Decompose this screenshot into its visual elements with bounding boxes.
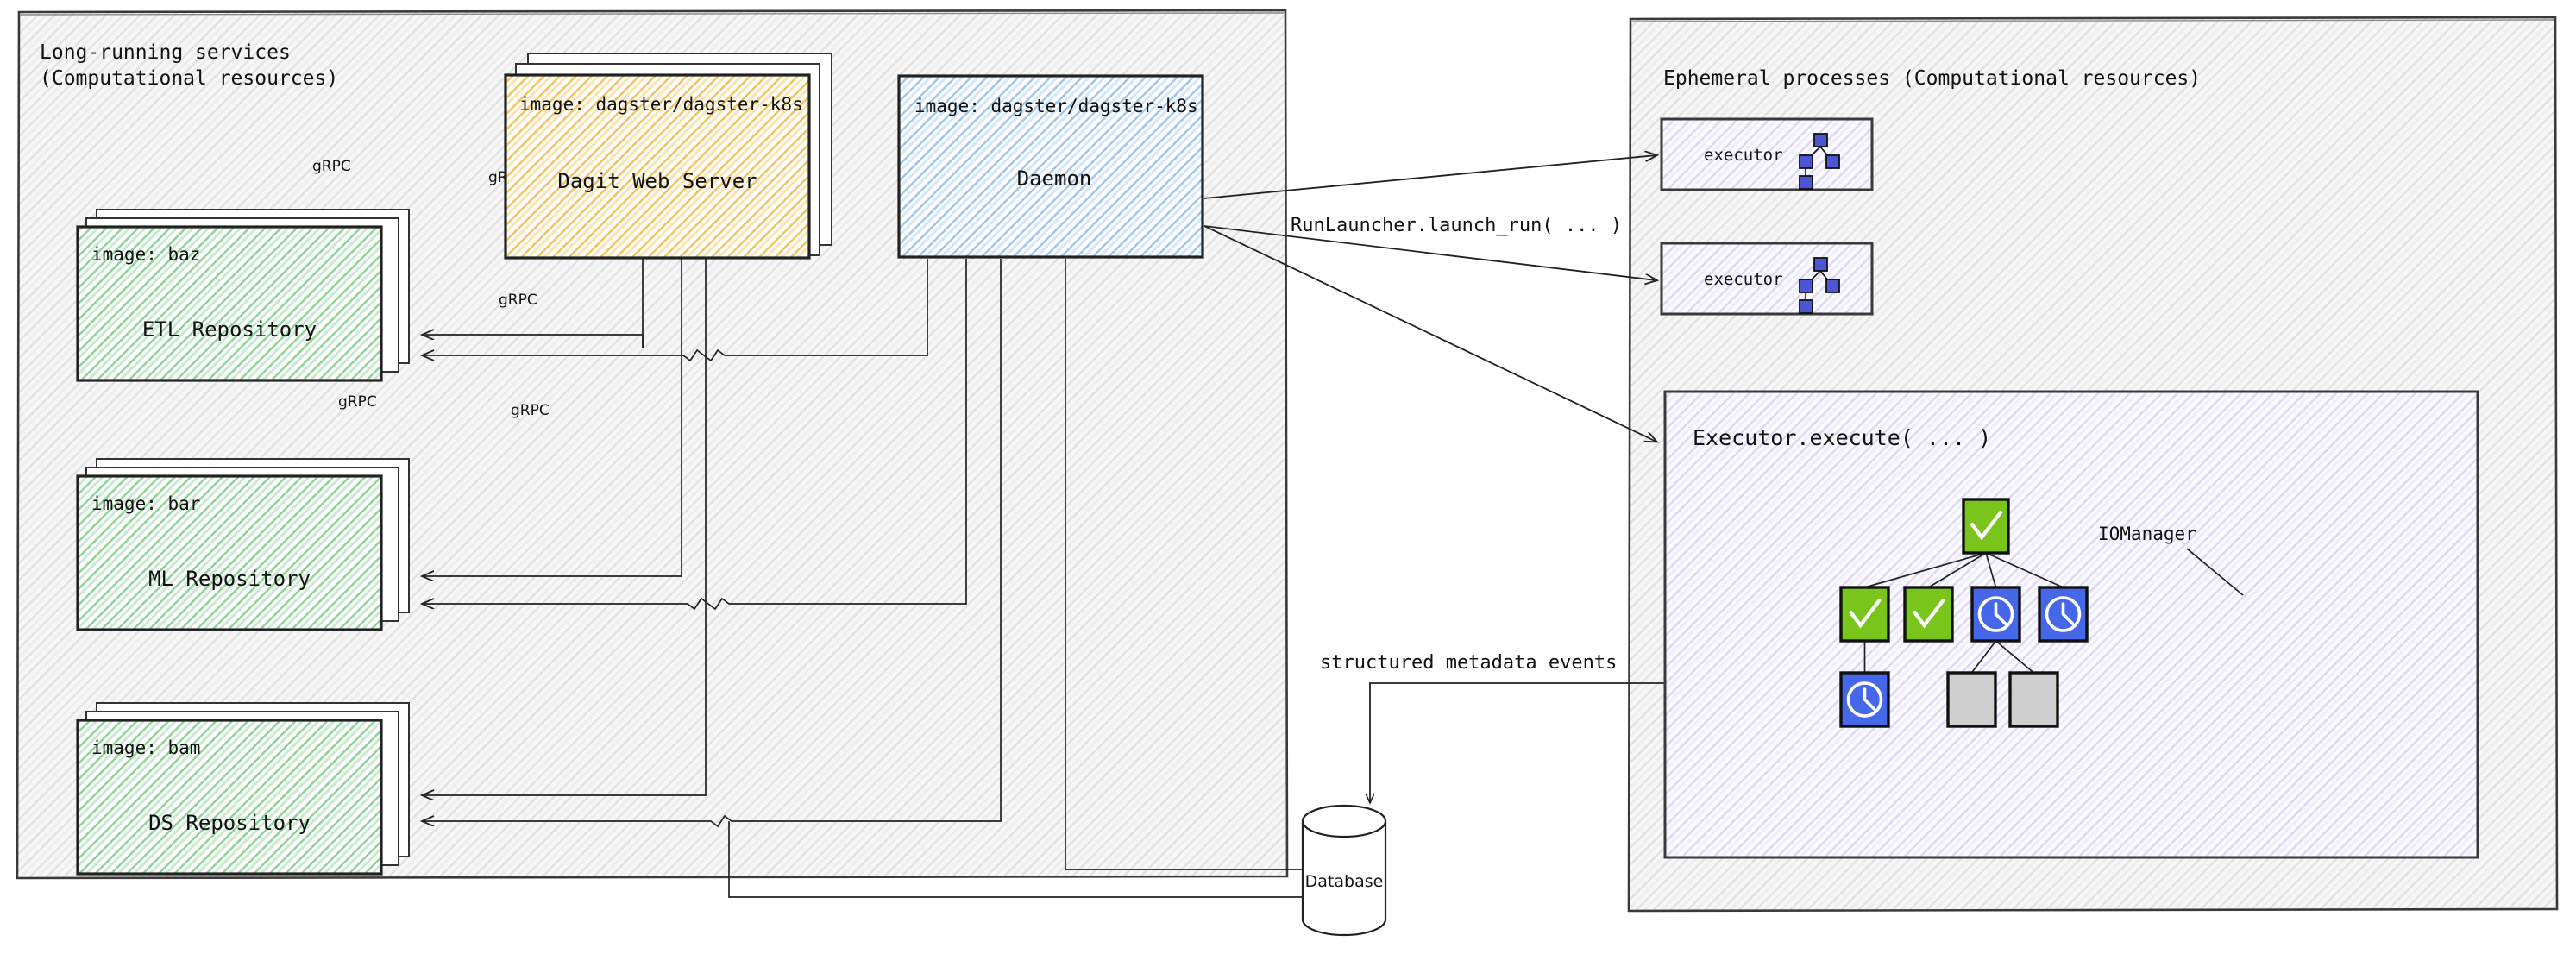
clock-icon — [1977, 596, 2014, 632]
dag-node-pending[interactable] — [2008, 671, 2059, 728]
execute-panel-title: Executor.execute( ... ) — [1693, 425, 1991, 450]
grpc-label: gRPC — [511, 402, 550, 419]
repo-image-label: image: bam — [91, 737, 200, 758]
dag-node-pending[interactable] — [1946, 671, 1997, 728]
node-rect — [1946, 671, 1997, 728]
dag-edge — [1985, 552, 1997, 588]
left-panel-title-line1: Long-running services — [40, 41, 291, 64]
node-rect — [1962, 498, 2010, 555]
repo-name: ML Repository — [148, 567, 311, 591]
repository-card-ds[interactable]: image: bam DS Repository — [76, 702, 410, 876]
executor-label: executor — [1704, 270, 1783, 289]
dag-node-running[interactable] — [1839, 671, 1890, 728]
service-card-daemon[interactable]: image: dagster/dagster-k8s Daemon — [897, 74, 1204, 259]
node-rect — [1903, 586, 1954, 643]
repo-image-label: image: bar — [91, 493, 200, 514]
check-icon — [1849, 598, 1882, 629]
service-image-label: image: dagster/dagster-k8s — [519, 94, 803, 115]
dag-edge — [1928, 552, 1987, 588]
right-panel-title: Ephemeral processes (Computational resou… — [1663, 67, 2201, 90]
left-panel-title-line2: (Computational resources) — [40, 67, 338, 90]
structured-metadata-edge — [1370, 682, 1665, 802]
grpc-label: gRPC — [499, 292, 537, 309]
dag-icon — [1799, 257, 1840, 314]
node-rect — [2008, 671, 2059, 728]
check-icon — [1913, 598, 1945, 629]
dag-node-success[interactable] — [1839, 586, 1890, 643]
repository-card-ml[interactable]: image: bar ML Repository — [76, 458, 410, 631]
executor-label: executor — [1704, 146, 1783, 165]
service-image-label: image: dagster/dagster-k8s — [914, 96, 1198, 116]
service-name: Dagit Web Server — [557, 169, 757, 193]
node-rect — [1839, 586, 1890, 643]
database-cylinder[interactable]: Database — [1301, 804, 1387, 937]
dag-edges — [1863, 552, 2064, 674]
clock-icon — [2045, 596, 2082, 632]
service-name: Daemon — [1017, 166, 1092, 191]
repository-card-etl[interactable]: image: baz ETL Repository — [76, 209, 410, 382]
dag-node-success[interactable] — [1903, 586, 1954, 643]
dag-edge — [1985, 552, 2064, 588]
executor-box-1[interactable]: executor — [1660, 117, 1874, 191]
executor-box-2[interactable]: executor — [1660, 242, 1874, 316]
structured-metadata-label: structured metadata events — [1320, 652, 1617, 674]
grpc-label: gRPC — [338, 393, 377, 411]
run-launcher-label: RunLauncher.launch_run( ... ) — [1291, 215, 1622, 236]
clock-hands — [1863, 687, 1876, 711]
repo-name: DS Repository — [148, 811, 311, 835]
dag-icon — [1799, 133, 1840, 190]
service-card-dagit[interactable]: image: dagster/dagster-k8s Dagit Web Ser… — [504, 53, 832, 260]
dag-node-running[interactable] — [2038, 586, 2089, 643]
grpc-label: gRPC — [312, 158, 351, 175]
repo-name: ETL Repository — [142, 317, 317, 342]
dag-node-success[interactable] — [1962, 498, 2010, 555]
clock-hands — [2061, 602, 2075, 625]
clock-icon — [1846, 681, 1883, 718]
dag-edge — [1995, 640, 2035, 674]
dag-node-running[interactable] — [1970, 586, 2021, 643]
check-icon — [1970, 510, 2003, 541]
dag-edge — [1970, 640, 1997, 674]
dag-nodes — [1839, 498, 2089, 728]
database-label: Database — [1305, 872, 1384, 891]
run-launcher-edges — [1203, 155, 1656, 442]
grpc-connectors — [423, 259, 1316, 897]
clock-hands — [1994, 602, 2007, 625]
repo-image-label: image: baz — [91, 244, 200, 265]
dag-edge — [1864, 552, 1987, 588]
iomanager-label: IOManager — [2098, 524, 2196, 544]
